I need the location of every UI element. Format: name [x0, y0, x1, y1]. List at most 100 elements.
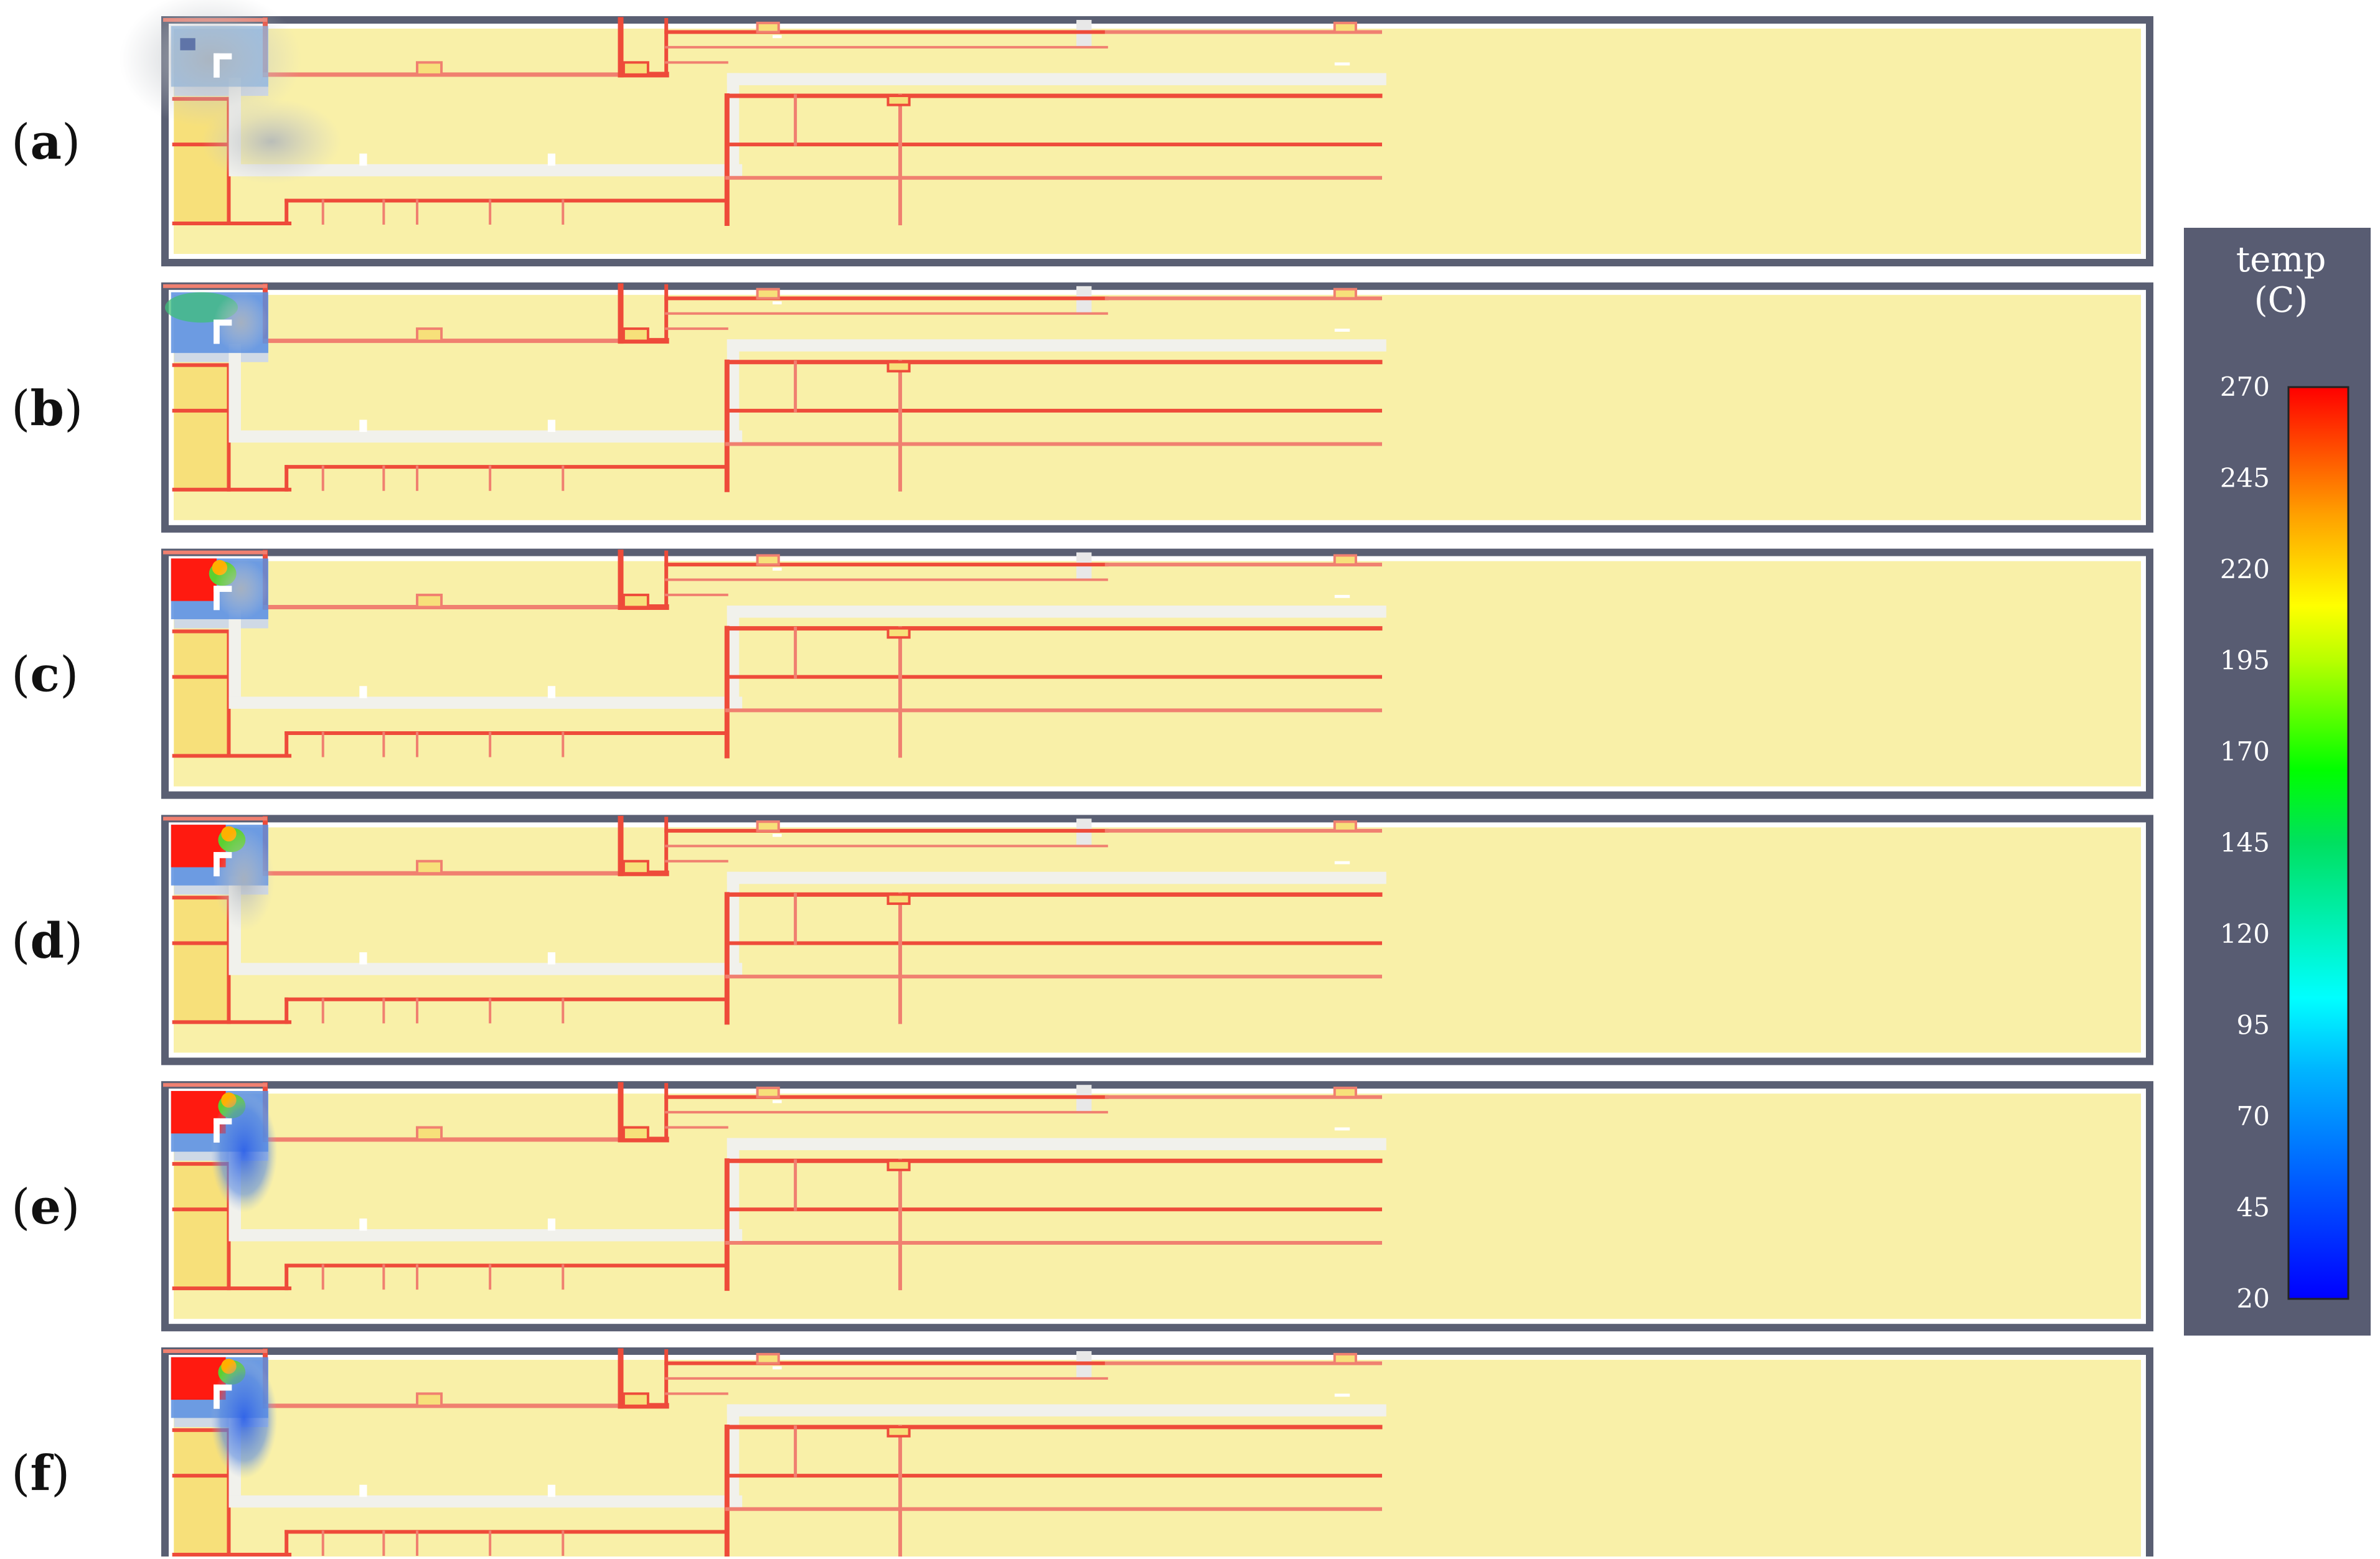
door-opening [359, 1484, 367, 1497]
panel-c: (c) [11, 548, 2153, 799]
corridor-main [228, 1229, 743, 1242]
door-opening [547, 1218, 556, 1231]
smoke-plume [201, 98, 342, 184]
partition [214, 1118, 232, 1125]
room-left-upper [174, 631, 229, 677]
partition [214, 1118, 220, 1143]
legend-tick-label: 20 [2237, 1283, 2270, 1314]
mark [773, 568, 782, 571]
room-box [622, 593, 649, 609]
room-left-lower [174, 677, 229, 756]
panel-f: (f) [11, 1347, 2153, 1559]
room-left-lower [174, 943, 229, 1023]
partition [214, 1384, 232, 1391]
corridor-upper [727, 1138, 1386, 1151]
cold-plume [210, 1090, 278, 1213]
room-box [416, 1126, 443, 1141]
door-opening [547, 686, 556, 698]
room-box [416, 61, 443, 76]
door-opening [359, 419, 367, 433]
panel-b: (b) [11, 282, 2153, 533]
mark [773, 833, 782, 837]
smoke-plume [214, 292, 268, 353]
floor-plan [174, 827, 2141, 1053]
room-box [622, 859, 649, 875]
legend-title: temp [2236, 240, 2326, 280]
door-opening [547, 419, 556, 433]
room-box [887, 1426, 911, 1438]
mark [1334, 329, 1350, 332]
door-opening [359, 686, 367, 698]
door-opening [547, 153, 556, 166]
room-left-upper [174, 365, 229, 411]
door-opening [359, 952, 367, 965]
corridor-upper [727, 1404, 1386, 1416]
legend-unit: (C) [2254, 280, 2308, 321]
partition [214, 1384, 220, 1409]
panel-e: (e) [11, 1081, 2153, 1332]
door-opening [547, 952, 556, 965]
panel-label-d: (d) [11, 912, 83, 969]
partition [214, 53, 220, 78]
partition [214, 53, 232, 60]
room-box [887, 95, 911, 106]
mark [773, 1366, 782, 1370]
floor-plan [174, 1360, 2141, 1559]
panels-group: (a) (b)(c) (d) (e) (f) [11, 0, 2153, 1559]
room-box [416, 1392, 443, 1407]
room-box [416, 593, 443, 609]
room-box [756, 21, 780, 34]
corridor-connector [727, 339, 740, 443]
mark [773, 35, 782, 39]
room-left-lower [174, 1476, 229, 1555]
corridor-connector [727, 606, 740, 709]
panel-label-e: (e) [11, 1179, 80, 1235]
room-box [1333, 1087, 1357, 1098]
room-box [416, 327, 443, 342]
corridor-upper [727, 339, 1386, 352]
legend-tick-label: 270 [2220, 372, 2270, 402]
room-left-lower [174, 1209, 229, 1289]
corridor-main [228, 164, 743, 177]
room-box [622, 1126, 649, 1141]
room-box [887, 627, 911, 639]
room-box [1333, 554, 1357, 566]
corridor-main [228, 963, 743, 975]
room-box [622, 327, 649, 342]
room-box [1333, 21, 1357, 34]
panel-a: (a) [11, 0, 2153, 266]
partition [214, 852, 232, 858]
fire-source [180, 38, 195, 50]
colorbar [2287, 386, 2349, 1300]
legend-tick-label: 170 [2220, 736, 2270, 767]
legend-tick-label: 245 [2220, 463, 2270, 494]
room-box [756, 554, 780, 566]
corridor-main [228, 1495, 743, 1508]
mark [773, 1100, 782, 1103]
corridor-vertical [228, 344, 241, 435]
panel-d: (d) [11, 815, 2153, 1065]
room-box [1333, 820, 1357, 832]
legend-tick-label: 70 [2237, 1101, 2270, 1131]
room-box [416, 859, 443, 875]
corridor-connector [727, 1138, 740, 1242]
mark [1334, 861, 1350, 864]
room-box [1333, 288, 1357, 300]
door-opening [359, 1218, 367, 1231]
panel-label-a: (a) [11, 114, 80, 171]
room-left-lower [174, 410, 229, 490]
legend-tick-label: 120 [2220, 919, 2270, 949]
corridor-connector [727, 73, 740, 177]
room-box [887, 1159, 911, 1171]
floor-plan [174, 294, 2141, 520]
room-box [756, 820, 780, 832]
cold-plume [210, 1357, 278, 1479]
corridor-upper [727, 73, 1386, 85]
hot-layer [171, 558, 217, 601]
floor-plan [174, 29, 2141, 254]
room-box [887, 360, 911, 373]
partition [214, 319, 232, 326]
corridor-connector [727, 871, 740, 975]
room-box [622, 61, 649, 76]
legend-tick-label: 220 [2220, 554, 2270, 584]
